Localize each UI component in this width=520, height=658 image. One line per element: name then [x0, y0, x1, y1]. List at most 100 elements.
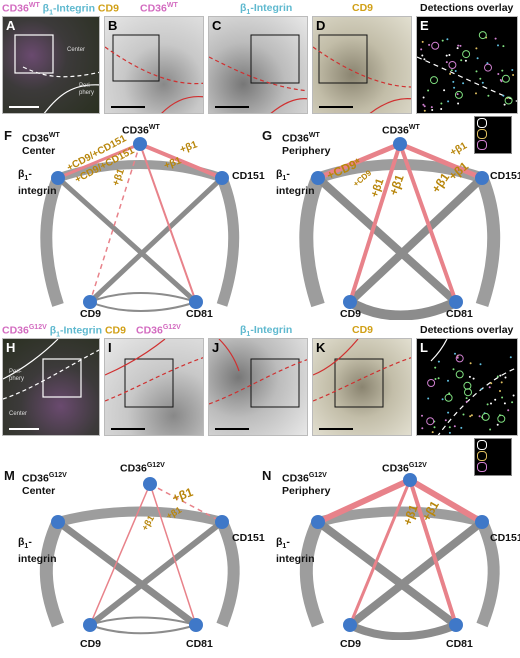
node-label-cd36-f: CD36WT — [122, 124, 160, 137]
detection-dot — [446, 38, 449, 41]
boundary-dashed — [209, 56, 307, 92]
detection-dot — [504, 376, 507, 379]
note-peri: Peri- — [79, 83, 92, 89]
detection-dot — [475, 70, 478, 73]
detection-dot — [437, 360, 440, 363]
detection-dot — [470, 414, 473, 417]
node-label-cd36-n: CD36G12V — [382, 462, 427, 475]
detection-dot — [486, 403, 489, 406]
detection-dot — [433, 426, 436, 429]
detection-dot — [479, 77, 482, 80]
detection-dot — [440, 102, 443, 105]
detection-dot — [460, 426, 463, 429]
detection-dot — [469, 415, 472, 418]
networks-bottom-svg — [39, 473, 500, 640]
node-label-cd81-g: CD81 — [446, 308, 473, 320]
cell-edge-line — [270, 97, 307, 113]
detection-ring — [464, 388, 472, 397]
edge-cd9-cd81-a — [89, 616, 197, 626]
legend-swatch — [477, 140, 487, 150]
network-n — [299, 473, 500, 640]
node-cd9 — [83, 618, 97, 632]
detection-dot — [502, 94, 505, 97]
detection-dot — [448, 431, 451, 434]
node-label-cd151-m: CD151 — [232, 532, 265, 544]
detection-dot — [512, 394, 515, 397]
node-cd9 — [343, 618, 357, 632]
edge-b1-cd9 — [39, 519, 65, 628]
detection-dot — [481, 81, 484, 84]
edge-cd36-cd81 — [139, 143, 197, 303]
edge-cd36-cd151 — [399, 141, 483, 181]
edge-b1-cd9 — [40, 175, 64, 307]
boundary-dashed — [437, 367, 517, 435]
detection-dot — [500, 381, 503, 384]
node-label-cd81-n: CD81 — [446, 638, 473, 650]
edge-cd36-b1 — [57, 142, 141, 180]
cd9-overlay-svg — [313, 34, 411, 113]
network-f — [40, 137, 240, 312]
legend-swatch — [477, 462, 487, 472]
edge-cd151-cd81 — [216, 175, 240, 307]
detection-dot — [487, 94, 490, 97]
panel-l-title: Detections overlay — [420, 324, 514, 336]
detections-overlay-g12v: L — [416, 338, 518, 436]
detection-ring — [497, 414, 506, 423]
detection-dot — [422, 103, 425, 106]
detection-dot — [428, 43, 431, 46]
panel-d-title: CD9 — [352, 2, 374, 14]
edge-b1-cd151 — [56, 506, 224, 527]
edge-cd151-cd9 — [347, 518, 485, 629]
detection-dot — [501, 396, 504, 399]
micrograph-cd9-wt: D — [312, 16, 412, 114]
detection-dot — [480, 388, 483, 391]
detection-dot — [423, 58, 426, 61]
edge-b1-cd9 — [299, 519, 325, 628]
network-n-label: CD36G12V Periphery — [282, 472, 331, 497]
edge-b1-cd9 — [299, 175, 325, 308]
detection-dot — [464, 59, 467, 62]
detection-dot — [434, 378, 437, 380]
node-cd81 — [189, 295, 203, 309]
detection-dot — [447, 379, 449, 382]
boundary-dashed — [209, 359, 307, 405]
edge-b1-cd81 — [315, 518, 459, 629]
edge-cd36-cd151 — [408, 477, 484, 525]
detections-legend-bottom — [474, 438, 512, 476]
detection-ring — [426, 417, 435, 426]
node-label-cd9-m: CD9 — [80, 638, 102, 650]
detection-dot — [479, 363, 482, 366]
detection-ring — [481, 412, 490, 421]
network-m — [39, 477, 240, 635]
detection-dot — [453, 86, 456, 89]
detection-dot — [447, 411, 450, 414]
detection-dot — [437, 377, 440, 380]
node-cd81 — [189, 618, 203, 632]
merged-overlay-svg — [3, 339, 99, 430]
node-label-b1-n: β1-integrin — [276, 536, 315, 566]
cd36-overlay-svg — [105, 339, 203, 430]
detection-dot — [497, 73, 500, 75]
detection-dot — [456, 47, 459, 50]
note-peri: Peri- — [9, 369, 22, 375]
zoom-box — [334, 358, 384, 408]
detection-dot — [489, 428, 492, 431]
node-cd81 — [449, 295, 463, 309]
detection-dot — [478, 415, 481, 418]
edge-cd151-cd9 — [88, 519, 224, 628]
micrograph-merged-wt: A Center Peri- phery — [2, 16, 100, 114]
boundary-dashed — [22, 66, 99, 78]
detection-ring — [427, 379, 436, 387]
note-phery: phery — [9, 376, 25, 382]
legend-swatch — [477, 118, 487, 128]
detection-dot — [507, 409, 510, 412]
detection-dot — [457, 44, 460, 47]
detection-ring — [463, 381, 472, 390]
detection-dot — [500, 80, 503, 83]
cell-edge-line — [218, 339, 240, 372]
detection-dot — [431, 109, 434, 111]
edge-b1-cd151 — [56, 160, 224, 183]
zoom-box — [124, 358, 174, 408]
detections-legend-top — [474, 116, 512, 154]
node-label-cd151-g: CD151 — [490, 170, 520, 182]
